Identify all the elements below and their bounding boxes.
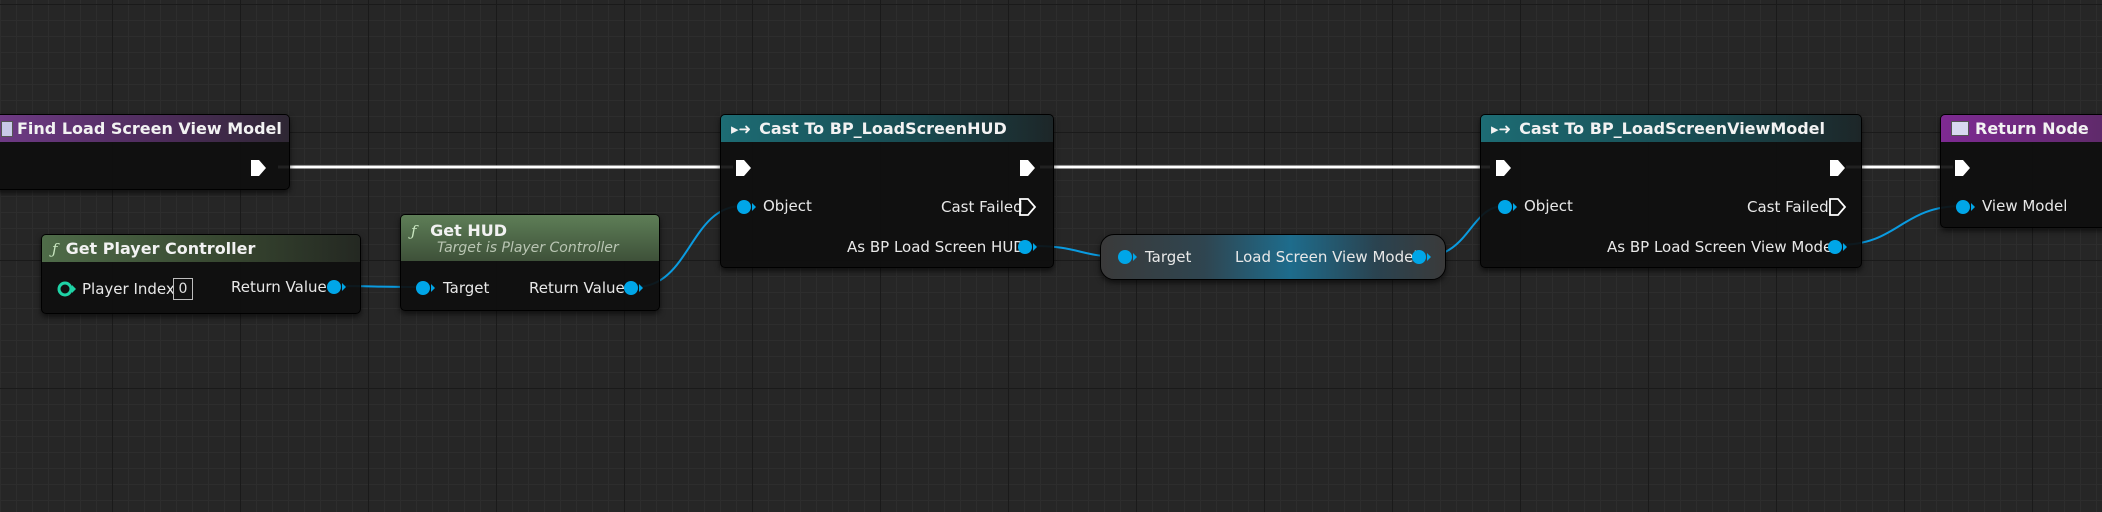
node-cast-to-bp-loadscreenviewmodel[interactable]: ▸➜ Cast To BP_LoadScreenViewModel Object…: [1480, 114, 1862, 268]
object-label: Object: [763, 197, 812, 215]
exec-out-pin[interactable]: [249, 158, 269, 178]
node-title: Cast To BP_LoadScreenHUD: [759, 119, 1007, 138]
node-header: Return Node: [1941, 115, 2102, 142]
function-icon: ƒ: [411, 221, 417, 240]
node-title: Find Load Screen View Model: [17, 119, 282, 138]
as-bp-load-screen-hud-pin[interactable]: [1016, 237, 1038, 257]
exec-out-pin[interactable]: [1828, 158, 1848, 178]
node-title: Cast To BP_LoadScreenViewModel: [1519, 119, 1826, 138]
function-icon: ƒ: [52, 239, 58, 258]
node-find-load-screen-view-model[interactable]: Find Load Screen View Model: [0, 114, 290, 190]
object-label: Object: [1524, 197, 1573, 215]
node-header: ƒ Get HUD Target is Player Controller: [401, 215, 659, 261]
node-get-load-screen-view-model[interactable]: Target Load Screen View Model: [1100, 234, 1446, 280]
return-value-pin[interactable]: [622, 278, 644, 298]
cast-failed-label: Cast Failed: [941, 198, 1023, 216]
target-pin[interactable]: [1116, 247, 1138, 267]
function-entry-icon: [1, 120, 13, 137]
variable-name-label: Load Screen View Model: [1235, 248, 1418, 266]
player-index-pin-icon[interactable]: [56, 279, 76, 299]
node-get-player-controller[interactable]: ƒ Get Player Controller Player Index 0 R…: [41, 234, 361, 314]
as-bp-load-screen-view-model-pin[interactable]: [1826, 237, 1848, 257]
target-label: Target: [443, 279, 490, 297]
node-header: ▸➜ Cast To BP_LoadScreenHUD: [721, 115, 1053, 142]
cast-failed-pin[interactable]: [1018, 197, 1038, 217]
node-subtitle: Target is Player Controller: [437, 239, 619, 256]
exec-out-pin[interactable]: [1018, 158, 1038, 178]
variable-out-pin[interactable]: [1410, 247, 1432, 267]
exec-in-pin[interactable]: [1953, 158, 1973, 178]
return-value-label: Return Value: [529, 279, 625, 297]
exec-in-pin[interactable]: [1494, 158, 1514, 178]
object-pin[interactable]: [1496, 197, 1518, 217]
cast-failed-label: Cast Failed: [1747, 198, 1829, 216]
return-value-pin[interactable]: [325, 277, 347, 297]
node-header: ▸➜ Cast To BP_LoadScreenViewModel: [1481, 115, 1861, 142]
node-title: Get HUD: [430, 220, 508, 240]
player-index-label: Player Index: [82, 280, 175, 298]
node-title: Get Player Controller: [65, 239, 256, 258]
as-bp-load-screen-hud-label: As BP Load Screen HUD: [847, 238, 1025, 256]
view-model-label: View Model: [1982, 197, 2068, 215]
node-get-hud[interactable]: ƒ Get HUD Target is Player Controller Ta…: [400, 214, 660, 311]
player-index-input[interactable]: 0: [173, 278, 193, 300]
exec-in-pin[interactable]: [734, 158, 754, 178]
target-pin[interactable]: [414, 278, 436, 298]
node-cast-to-bp-loadscreenhud[interactable]: ▸➜ Cast To BP_LoadScreenHUD Object Cast …: [720, 114, 1054, 268]
as-bp-load-screen-view-model-label: As BP Load Screen View Model: [1607, 238, 1837, 256]
cast-failed-pin[interactable]: [1828, 197, 1848, 217]
node-header: Find Load Screen View Model: [0, 115, 289, 142]
view-model-pin[interactable]: [1954, 197, 1976, 217]
node-title: Return Node: [1975, 119, 2089, 138]
return-node-icon: [1951, 121, 1969, 136]
object-pin[interactable]: [735, 197, 757, 217]
cast-icon: ▸➜: [731, 119, 752, 138]
node-return[interactable]: Return Node View Model: [1940, 114, 2102, 228]
return-value-label: Return Value: [231, 278, 327, 296]
cast-icon: ▸➜: [1491, 119, 1512, 138]
node-header: ƒ Get Player Controller: [42, 235, 360, 262]
target-label: Target: [1145, 248, 1192, 266]
